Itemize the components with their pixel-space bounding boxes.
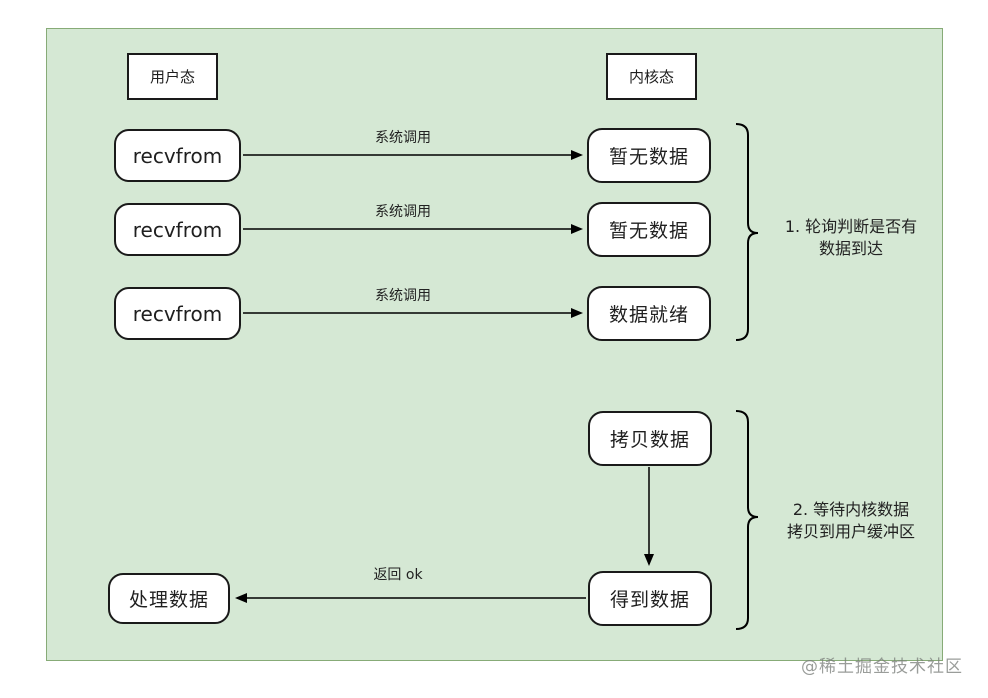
node-process-data-label: 处理数据 — [128, 589, 209, 611]
node-copy-data: 拷贝数据 — [588, 411, 712, 466]
lane-kernel-mode-label: 内核态 — [628, 68, 674, 86]
node-copy-data-label: 拷贝数据 — [609, 429, 690, 451]
node-recvfrom-2: recvfrom — [114, 203, 241, 256]
node-got-data-label: 得到数据 — [609, 589, 690, 611]
syscall-label-2: 系统调用 — [375, 204, 431, 220]
node-no-data-1: 暂无数据 — [587, 128, 711, 183]
node-process-data: 处理数据 — [108, 573, 230, 624]
phase1-annotation: 1. 轮询判断是否有 数据到达 — [784, 217, 918, 258]
node-no-data-2-label: 暂无数据 — [608, 220, 689, 242]
node-recvfrom-1-label: recvfrom — [132, 143, 223, 168]
node-data-ready-label: 数据就绪 — [608, 304, 689, 326]
syscall-label-3: 系统调用 — [375, 288, 431, 304]
node-recvfrom-1: recvfrom — [114, 129, 241, 182]
syscall-label-1: 系统调用 — [375, 130, 431, 146]
node-data-ready: 数据就绪 — [587, 286, 711, 341]
watermark: @稀土掘金技术社区 — [801, 657, 963, 677]
lane-user-mode: 用户态 — [127, 53, 218, 100]
node-recvfrom-3-label: recvfrom — [132, 301, 223, 326]
node-recvfrom-3: recvfrom — [114, 287, 241, 340]
node-no-data-2: 暂无数据 — [587, 202, 711, 257]
diagram-canvas — [46, 28, 943, 661]
return-ok-label: 返回 ok — [373, 567, 423, 583]
lane-user-mode-label: 用户态 — [149, 68, 195, 86]
node-got-data: 得到数据 — [588, 571, 712, 626]
lane-kernel-mode: 内核态 — [606, 53, 697, 100]
node-no-data-1-label: 暂无数据 — [608, 146, 689, 168]
phase2-annotation: 2. 等待内核数据 拷贝到用户缓冲区 — [786, 500, 915, 541]
node-recvfrom-2-label: recvfrom — [132, 217, 223, 242]
